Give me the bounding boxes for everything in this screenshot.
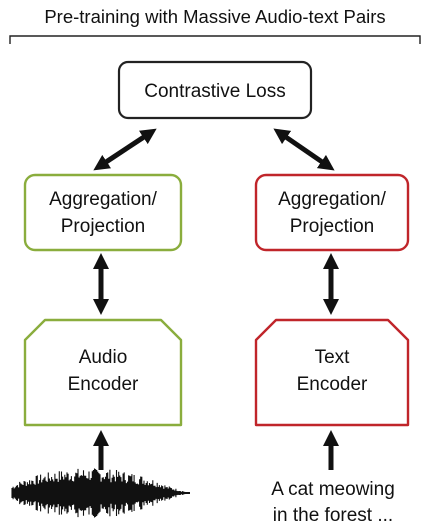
text-encoder-line1: Text xyxy=(315,347,351,368)
audio-aggregation-line2: Projection xyxy=(61,216,146,237)
audio-encoder-line1: Audio xyxy=(79,347,128,368)
loss-to-text-arrow xyxy=(273,128,335,171)
text-encoder-box: Text Encoder xyxy=(254,318,410,427)
diagram-title: Pre-training with Massive Audio-text Pai… xyxy=(44,6,385,27)
text-aggregation-box: Aggregation/ Projection xyxy=(254,173,410,252)
text-aggregation-line2: Projection xyxy=(290,216,375,237)
text-encoder-line2: Encoder xyxy=(297,374,368,395)
audio-encoder-box: Audio Encoder xyxy=(23,318,183,427)
audio-aggregation-box: Aggregation/ Projection xyxy=(23,173,183,252)
title-bracket xyxy=(9,35,421,44)
text-input-line1: A cat meowing xyxy=(271,479,395,500)
loss-to-audio-arrow xyxy=(93,128,157,171)
text-aggregation-line1: Aggregation/ xyxy=(278,189,386,210)
audio-waveform-icon xyxy=(11,468,190,518)
audio-encoder-line2: Encoder xyxy=(68,374,139,395)
contrastive-loss-label: Contrastive Loss xyxy=(144,81,286,102)
text-input-line2: in the forest ... xyxy=(273,505,393,526)
audio-aggregation-line1: Aggregation/ xyxy=(49,189,157,210)
contrastive-loss-box: Contrastive Loss xyxy=(117,60,313,120)
